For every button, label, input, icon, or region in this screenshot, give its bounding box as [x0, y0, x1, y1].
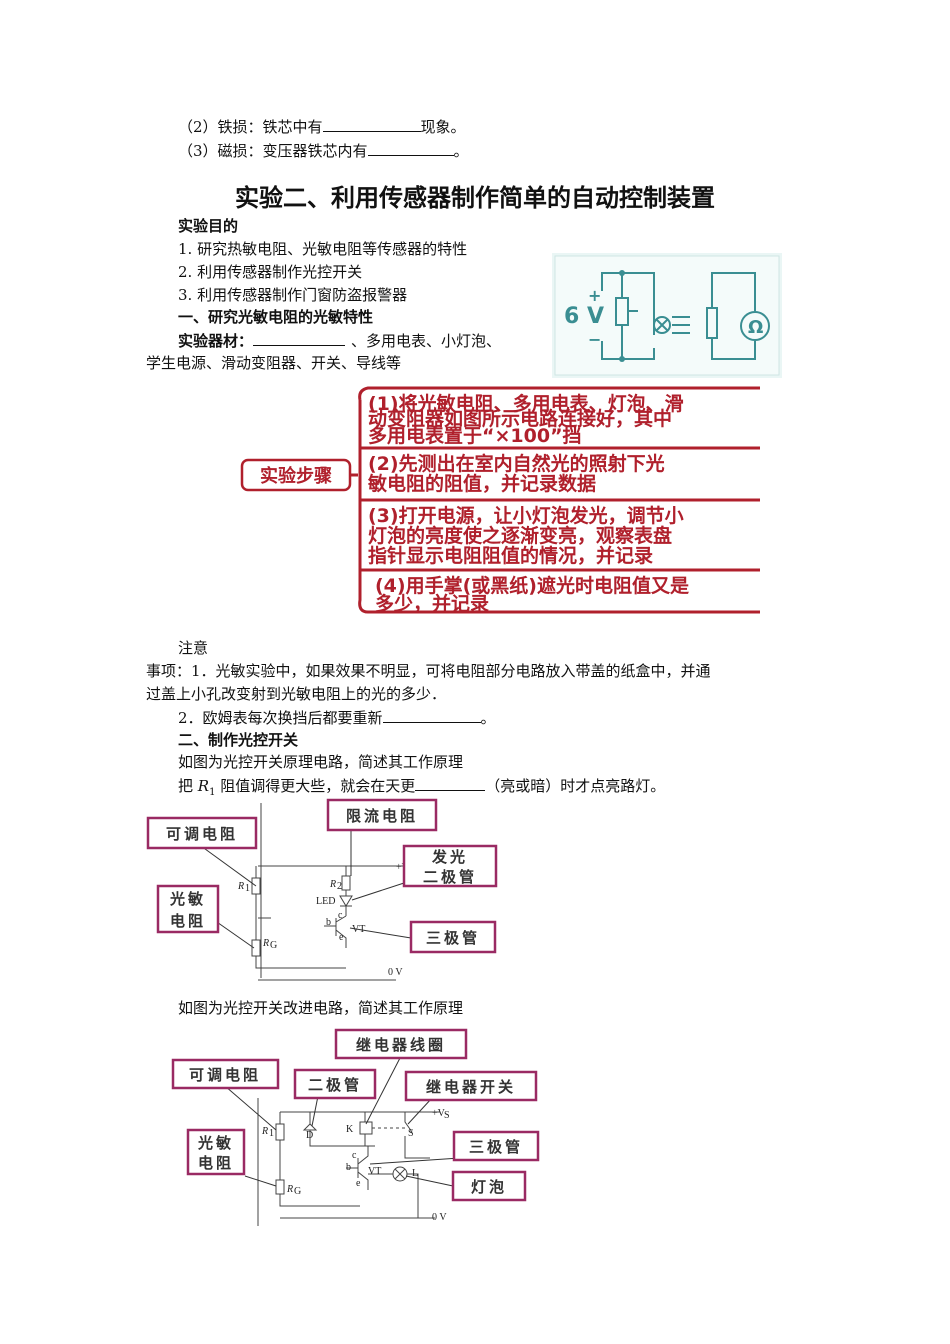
d1-label-photo-line2: 电阻: [170, 912, 206, 930]
photoresistor-circuit-diagram: + 6 V − Ω: [552, 253, 782, 378]
d2-k: K: [346, 1124, 354, 1135]
circuit1-plus: +: [588, 286, 601, 305]
step1-line2: 动变阻器如图所示电路连接好，其中: [368, 407, 672, 430]
iron-loss-line: （2）铁损：铁芯中有 现象。: [178, 116, 466, 137]
section2-line2b: 阻值调得更大些，就会在天更: [215, 777, 416, 795]
page-title: 实验二、利用传感器制作简单的自动控制装置: [235, 184, 715, 212]
d2-label-relay-switch: 继电器开关: [426, 1078, 516, 1096]
section2-line1: 如图为光控开关原理电路，简述其工作原理: [178, 753, 464, 771]
d2-r1: R: [261, 1126, 268, 1137]
section2-line2c: （亮或暗）时才点亮路灯。: [485, 777, 666, 795]
d2-label-bulb: 灯泡: [471, 1178, 507, 1196]
r1-symbol: R: [197, 777, 210, 795]
d2-zero: 0 V: [432, 1212, 447, 1223]
d2-rg-sub: G: [294, 1186, 301, 1197]
notes-label: 注意: [178, 639, 209, 657]
purpose-item: 2. 利用传感器制作光控开关: [178, 263, 363, 281]
d2-vs-sub: S: [444, 1110, 450, 1121]
d1-label-adjustable-resistor: 可调电阻: [166, 825, 238, 843]
d2-l: L: [412, 1168, 418, 1179]
d2-label-adjustable-resistor: 可调电阻: [189, 1066, 261, 1084]
step4-line1: (4)用手掌(或黑纸)遮光时电阻值又是: [375, 574, 689, 597]
step3-line1: (3)打开电源，让小灯泡发光，调节小: [368, 504, 684, 527]
d2-c: c: [352, 1150, 357, 1161]
section2-heading: 二、制作光控开关: [178, 731, 299, 749]
iron-loss-text: （2）铁损：铁芯中有: [178, 118, 323, 136]
d1-b: b: [326, 917, 331, 928]
purpose-item: 1. 研究热敏电阻、光敏电阻等传感器的特性: [178, 240, 468, 258]
section2-line3: 如图为光控开关改进电路，简述其工作原理: [178, 999, 464, 1017]
step1-line1: (1)将光敏电阻、多用电表、灯泡、滑: [368, 392, 684, 415]
d2-e: e: [356, 1178, 361, 1189]
step3-line2: 灯泡的亮度使之逐渐变亮，观察表盘: [368, 524, 672, 547]
improved-light-switch-circuit-diagram: +V S R 1 D K S c b e VT L R G 0 V 继电器线圈 …: [171, 1028, 540, 1226]
d1-e: e: [339, 932, 344, 943]
materials-line: 实验器材： 、多用电表、小灯泡、: [178, 330, 501, 351]
d1-label-led-line2: 二极管: [423, 868, 477, 886]
step4-line2: 多少，并记录: [375, 592, 489, 615]
d1-label-limiting-resistor: 限流电阻: [346, 807, 418, 825]
step2-line2: 敏电阻的阻值，并记录数据: [367, 472, 596, 495]
notes-line3: 2．欧姆表每次换挡后都要重新 。: [178, 707, 496, 728]
purpose-heading: 实验目的: [178, 217, 239, 235]
d1-r1-sub: 1: [245, 883, 250, 894]
materials-label: 实验器材：: [178, 332, 254, 350]
section1-heading: 一、研究光敏电阻的光敏特性: [178, 308, 374, 326]
bright-dark-blank[interactable]: [415, 775, 486, 791]
d2-r1-sub: 1: [269, 1128, 274, 1139]
circuit1-voltage: 6 V: [564, 304, 604, 329]
step2-line1: (2)先测出在室内自然光的照射下光: [368, 452, 665, 475]
r1-subscript: 1: [209, 787, 216, 798]
steps-label: 实验步骤: [260, 465, 332, 487]
ohm-meter-symbol: Ω: [748, 317, 763, 338]
experiment-steps-diagram: 实验步骤 (1)将光敏电阻、多用电表、灯泡、滑 动变阻器如图所示电路连接好，其中…: [240, 386, 760, 615]
magnetic-loss-end: 。: [453, 142, 469, 160]
d1-label-photo-line1: 光敏: [169, 890, 206, 908]
notes-line3-text: 2．欧姆表每次换挡后都要重新: [178, 709, 383, 727]
purpose-item: 3. 利用传感器制作门窗防盗报警器: [178, 286, 408, 304]
d1-zero: 0 V: [388, 967, 403, 978]
d2-vs: +V: [432, 1108, 446, 1119]
notes-line1: 事项：1．光敏实验中，如果效果不明显，可将电阻部分电路放入带盖的纸盒中，并通: [146, 662, 711, 680]
d1-led: LED: [316, 896, 335, 907]
d1-rg-sub: G: [270, 940, 277, 951]
d2-label-relay-coil: 继电器线圈: [356, 1036, 446, 1054]
step3-line3: 指针显示电阻阻值的情况，并记录: [368, 544, 653, 567]
magnetic-loss-line: （3）磁损：变压器铁芯内有 。: [178, 140, 469, 161]
d2-s: S: [408, 1128, 414, 1139]
notes-line2: 过盖上小孔改变射到光敏电阻上的光的多少．: [146, 685, 447, 703]
iron-loss-blank[interactable]: [322, 116, 421, 132]
light-switch-circuit-diagram: +V S R 1 R 2 LED c b e VT R G 0 V 可调电阻 限…: [146, 798, 498, 981]
d2-label-diode: 二极管: [308, 1076, 362, 1094]
d1-r2-sub: 2: [337, 881, 342, 892]
iron-loss-end: 现象。: [420, 118, 466, 136]
section2-line2: 把 R1 阻值调得更大些，就会在天更 （亮或暗）时才点亮路灯。: [178, 775, 665, 803]
section2-line2a: 把: [178, 777, 198, 795]
d1-label-led-line1: 发光: [431, 848, 468, 866]
d2-d: D: [306, 1130, 313, 1141]
notes-blank[interactable]: [382, 707, 481, 723]
d2-label-transistor: 三极管: [469, 1138, 523, 1156]
materials-line2: 学生电源、滑动变阻器、开关、导线等: [146, 354, 402, 372]
materials-rest: 、多用电表、小灯泡、: [351, 332, 502, 350]
materials-blank[interactable]: [253, 330, 346, 346]
d1-r2: R: [329, 879, 336, 890]
magnetic-loss-text: （3）磁损：变压器铁芯内有: [178, 142, 368, 160]
d2-label-photo-line1: 光敏: [197, 1134, 234, 1152]
d1-label-transistor: 三极管: [426, 929, 480, 947]
d2-b: b: [346, 1162, 351, 1173]
circuit1-minus: −: [588, 330, 601, 349]
d1-r1: R: [237, 881, 244, 892]
d2-rg: R: [286, 1184, 293, 1195]
d2-vt: VT: [368, 1166, 381, 1177]
d1-c: c: [338, 910, 343, 921]
step1-line3: 多用电表置于“×100”挡: [368, 424, 582, 447]
notes-line3-end: 。: [480, 709, 496, 727]
d1-rg: R: [262, 938, 269, 949]
magnetic-loss-blank[interactable]: [367, 140, 454, 156]
d2-label-photo-line2: 电阻: [198, 1154, 234, 1172]
